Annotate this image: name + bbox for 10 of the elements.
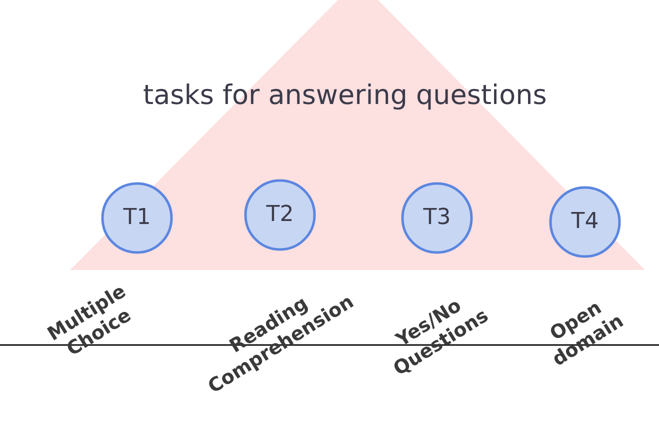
band-title: tasks for answering questions xyxy=(143,80,547,111)
task-label: T2 xyxy=(265,201,295,229)
task-label: T3 xyxy=(422,204,452,232)
task-circle xyxy=(401,182,473,254)
task-circle xyxy=(244,179,316,251)
task-label: T4 xyxy=(570,208,600,236)
task-circle xyxy=(549,186,621,258)
task-label: T1 xyxy=(122,204,152,232)
task-circle xyxy=(101,182,173,254)
triangle-band xyxy=(70,0,645,270)
